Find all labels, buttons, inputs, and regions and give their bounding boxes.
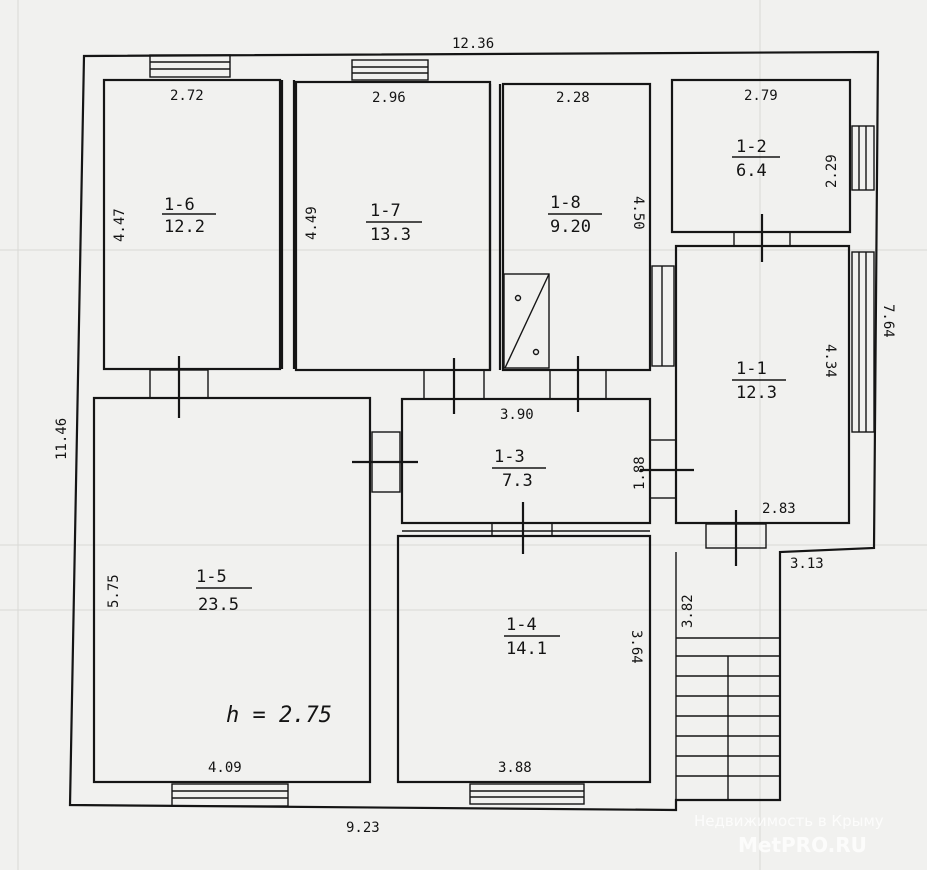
window — [469, 783, 585, 805]
room-1-7-area: 13.3 — [370, 225, 411, 245]
room-1-8-area: 9.20 — [550, 217, 591, 237]
room-1-8-length: 4.50 — [630, 196, 646, 230]
room-1-5-length: 5.75 — [106, 574, 122, 608]
room-1-5-area: 23.5 — [198, 595, 239, 615]
windows — [149, 54, 875, 807]
ceiling-height: h = 2.75 — [226, 703, 332, 728]
room-outline-1-4 — [396, 534, 652, 784]
outer-bottom-width: 9.23 — [346, 820, 380, 836]
room-1-6-area: 12.2 — [164, 217, 205, 237]
room-1-1-length: 4.34 — [822, 344, 838, 378]
room-1-2-area: 6.4 — [736, 161, 767, 181]
room-1-3-area: 7.3 — [502, 471, 533, 491]
room-1-8-width: 2.28 — [556, 90, 590, 106]
room-1-8-id: 1-8 — [550, 193, 581, 213]
room-1-2-width: 2.79 — [744, 88, 778, 104]
room-1-7-width: 2.96 — [372, 90, 406, 106]
room-1-4-area: 14.1 — [506, 639, 547, 659]
room-1-7-length: 4.49 — [304, 206, 320, 240]
room-1-3-id: 1-3 — [494, 447, 525, 467]
room-1-6-length: 4.47 — [112, 208, 128, 242]
room-1-3-height: 1.88 — [632, 456, 648, 490]
window — [171, 783, 289, 807]
room-1-1-id: 1-1 — [736, 359, 767, 379]
window — [351, 59, 429, 81]
window — [851, 125, 875, 191]
room-1-6-id: 1-6 — [164, 195, 195, 215]
window — [149, 54, 231, 78]
watermark-line-2: MetPRO.RU — [738, 833, 867, 857]
room-1-4-id: 1-4 — [506, 615, 537, 635]
room-1-3-width: 3.90 — [500, 407, 534, 423]
room-1-2-id: 1-2 — [736, 137, 767, 157]
room-1-5-width: 4.09 — [208, 760, 242, 776]
room-1-6-width: 2.72 — [170, 88, 204, 104]
room-1-2-height: 2.29 — [824, 154, 840, 188]
window — [851, 251, 875, 433]
doors — [149, 214, 791, 566]
room-1-5-id: 1-5 — [196, 567, 227, 587]
outer-top-width: 12.36 — [452, 36, 494, 52]
outer-right-bottom-width: 3.13 — [790, 556, 824, 572]
room-1-4-length: 3.64 — [628, 630, 644, 664]
room-1-1-width: 2.83 — [762, 501, 796, 517]
room-outline-1-6 — [102, 78, 282, 371]
room-1-1-area: 12.3 — [736, 383, 777, 403]
outer-right-height: 7.64 — [880, 304, 896, 338]
watermark-line-1: Недвижимость в Крыму — [694, 812, 884, 830]
outer-left-height: 11.46 — [54, 418, 70, 460]
closet — [503, 273, 550, 369]
fraction-lines — [162, 156, 786, 637]
stairs — [675, 552, 780, 800]
room-1-4-width: 3.88 — [498, 760, 532, 776]
room-outline-1-5 — [92, 396, 372, 784]
room-1-7-id: 1-7 — [370, 201, 401, 221]
stair-length: 3.82 — [680, 594, 696, 628]
